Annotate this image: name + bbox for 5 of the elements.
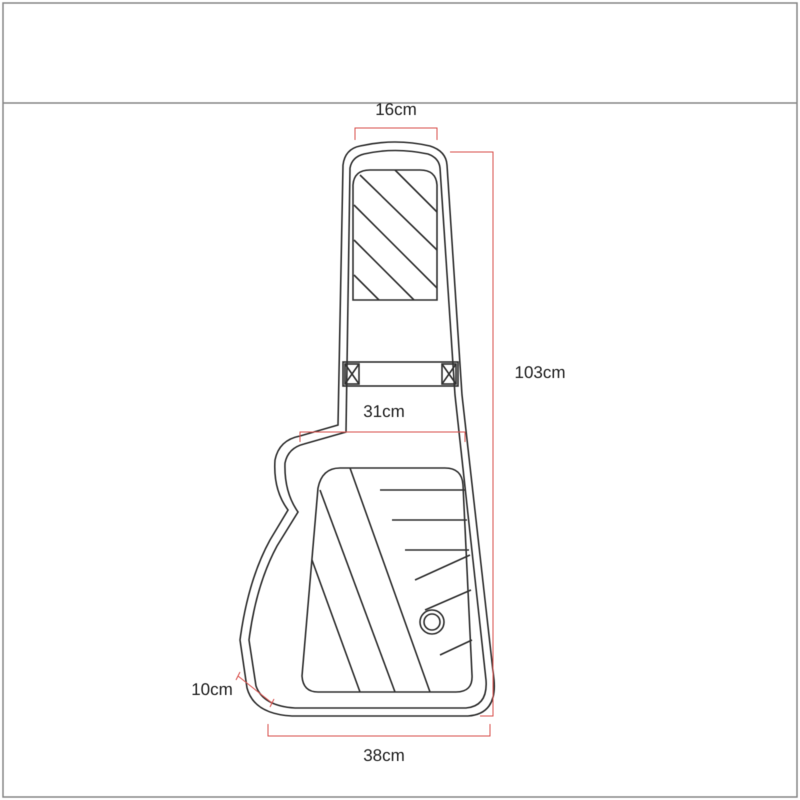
dimension-label: 31cm xyxy=(363,402,405,422)
dimension-label: 10cm xyxy=(191,680,233,700)
dimension-label: 16cm xyxy=(375,100,417,120)
dimension-label: 38cm xyxy=(363,746,405,766)
dimension-label: 103cm xyxy=(514,363,566,383)
